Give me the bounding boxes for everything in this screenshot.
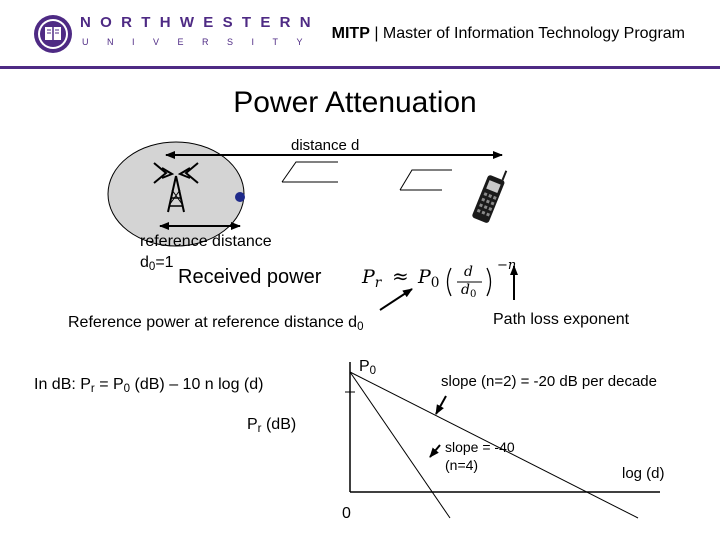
slope-line-n4 [350, 372, 450, 518]
mobile-phone-icon [471, 165, 509, 224]
slope2-arrow [436, 396, 446, 414]
reference-power-arrow [380, 289, 412, 310]
transmitter-dot-icon [235, 192, 245, 202]
path-loss-label: Path loss exponent [493, 311, 629, 329]
log-d-label: log (d) [622, 465, 665, 482]
slope2-label: slope (n=2) = -20 dB per decade [441, 373, 657, 390]
slope4-arrow [430, 445, 440, 457]
d0-label: d0=1 [140, 254, 174, 272]
approx-symbol: ≈ [392, 264, 409, 288]
formula-p0: P0 [418, 266, 440, 288]
formula-numerator: d [464, 264, 473, 280]
origin-label: 0 [342, 505, 351, 523]
radio-wave [282, 162, 452, 190]
distance-label: distance d [291, 137, 359, 154]
slope4-label-line2: (n=4) [445, 457, 478, 473]
coverage-cell [108, 142, 244, 246]
p0-axis-label: P0 [359, 358, 376, 376]
reference-power-label: Reference power at reference distance d0 [68, 314, 363, 332]
formula-denominator: d0 [461, 282, 476, 298]
received-power-formula: Pr [362, 266, 381, 288]
formula-exponent: −n [497, 258, 516, 273]
slope4-label-line1: slope = -40 [445, 439, 515, 455]
db-equation: In dB: Pr = P0 (dB) – 10 n log (d) [34, 376, 263, 394]
pr-axis-label: Pr (dB) [247, 416, 296, 434]
received-power-label: Received power [178, 266, 321, 289]
reference-distance-label: reference distance [140, 233, 272, 251]
